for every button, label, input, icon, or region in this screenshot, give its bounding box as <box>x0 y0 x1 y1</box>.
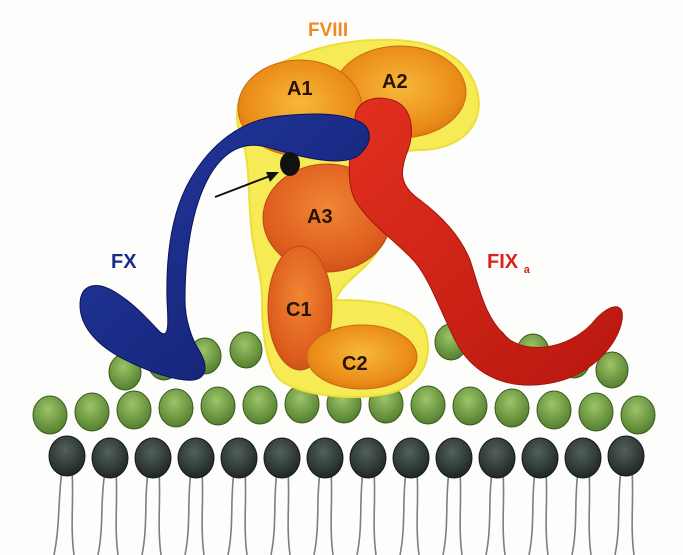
label-fx: FX <box>111 251 137 273</box>
label-fixa-main: FIX <box>487 251 519 273</box>
label-a3: A3 <box>307 206 333 228</box>
label-a2: A2 <box>382 71 408 93</box>
label-c2: C2 <box>342 353 368 375</box>
label-a1: A1 <box>287 78 313 100</box>
label-fviii: FVIII <box>308 20 348 41</box>
label-fixa-subscript: a <box>524 264 531 276</box>
active-site-dot <box>280 152 300 176</box>
label-c1: C1 <box>286 299 312 321</box>
